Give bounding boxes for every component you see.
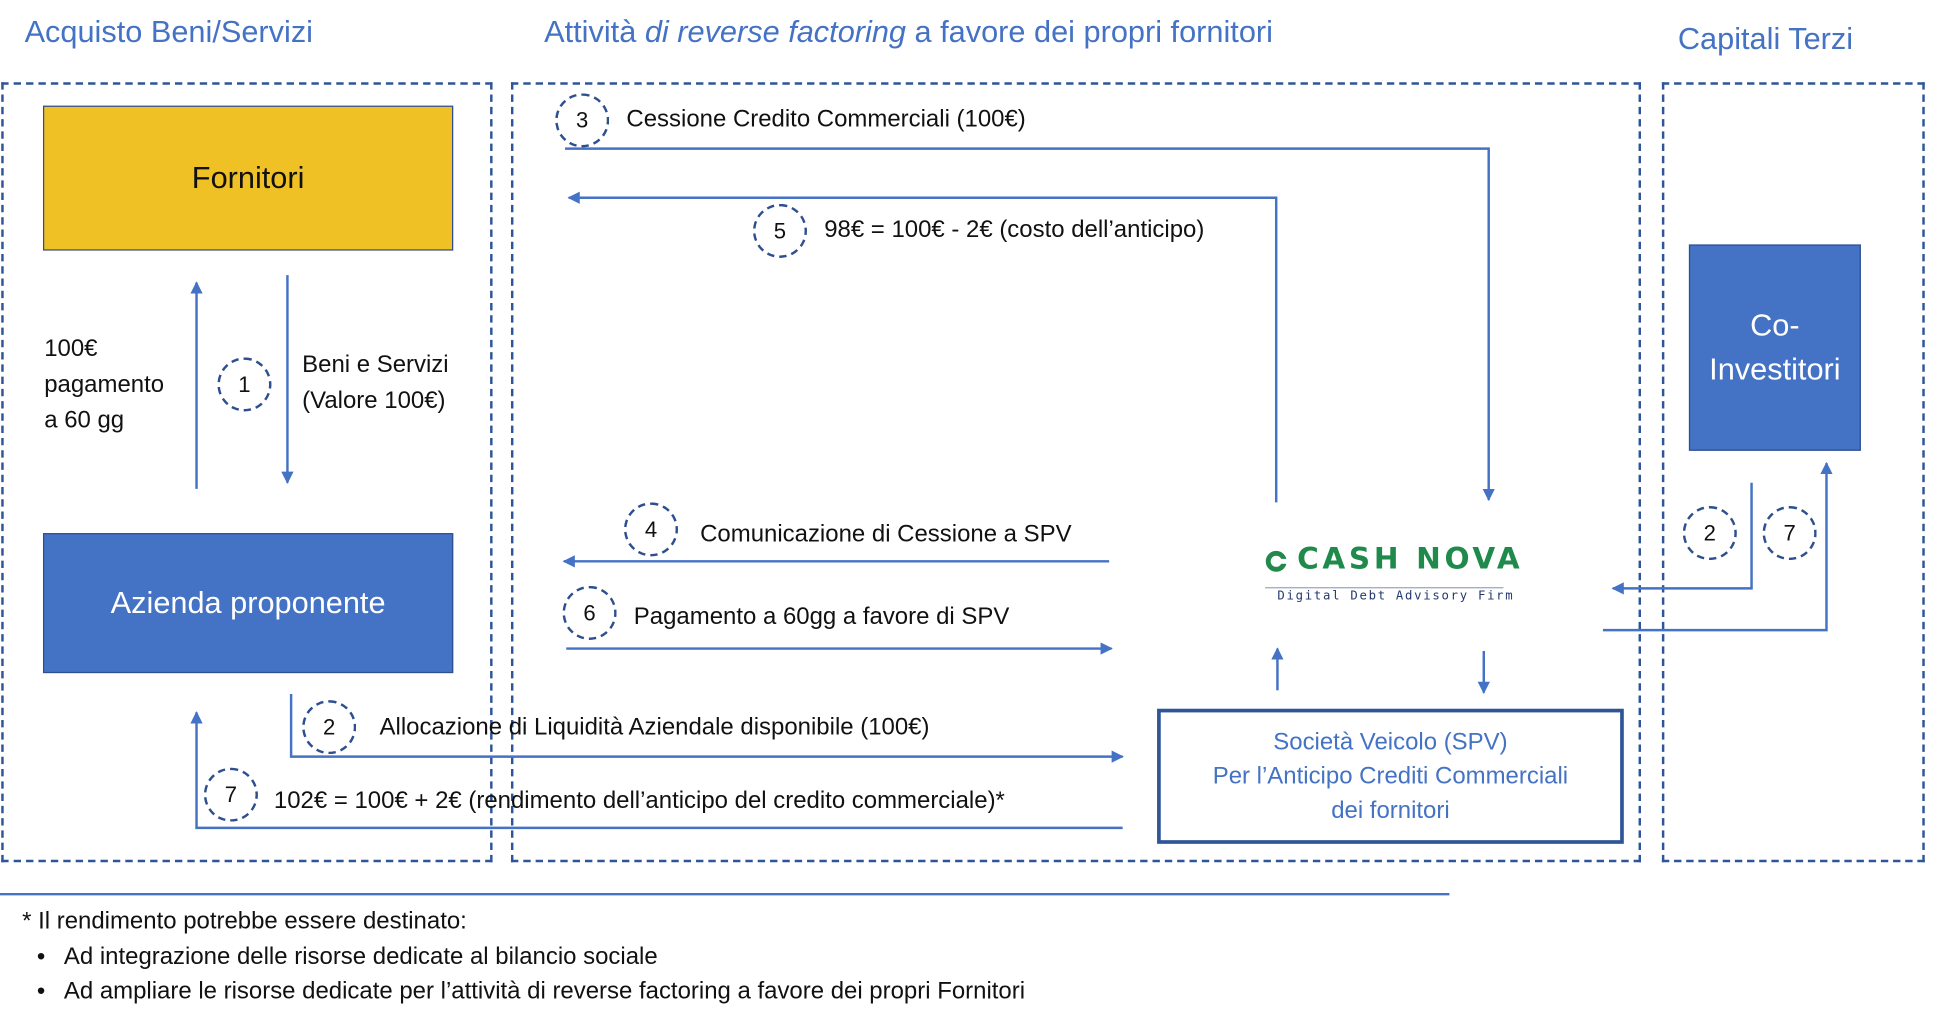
coinvestitori-label-1: Co- — [1750, 308, 1800, 343]
step-3-circle: 3 — [555, 93, 610, 148]
fornitori-label: Fornitori — [191, 160, 305, 195]
fornitori-box: Fornitori — [42, 105, 454, 251]
pagamento-label-2: pagamento — [44, 370, 165, 398]
spv-label-1: Società Veicolo (SPV) — [1273, 728, 1508, 756]
azienda-label: Azienda proponente — [110, 585, 386, 620]
step-7-capitali-circle: 7 — [1762, 506, 1817, 561]
header-reverse-post: a favore dei propri fornitori — [905, 14, 1273, 50]
arrow-allocazione — [289, 693, 1124, 763]
pagamento-label-3: a 60 gg — [44, 406, 125, 434]
step-2-capitali-circle: 2 — [1682, 506, 1737, 561]
step-2-allocazione-circle: 2 — [302, 700, 357, 755]
arrow-cashnova-to-coinv — [1602, 461, 1833, 632]
header-reverse-em: di reverse factoring — [644, 14, 906, 50]
comunicazione-label: Comunicazione di Cessione a SPV — [700, 520, 1072, 548]
coinvestitori-label-2: Investitori — [1709, 352, 1841, 387]
spv-label-2: Per l’Anticipo Crediti Commerciali — [1212, 762, 1569, 790]
cash-nova-tagline: Digital Debt Advisory Firm — [1277, 589, 1515, 604]
section-acquisto — [1, 82, 493, 863]
beni-servizi-label: Beni e Servizi (Valore 100€) — [302, 348, 448, 419]
footnote-bullet-1: • Ad integrazione delle risorse dedicate … — [37, 943, 658, 971]
step-1-circle: 1 — [217, 357, 272, 412]
coinvestitori-box: Co- Investitori — [1688, 244, 1861, 451]
footnote-bullet-1-text: Ad integrazione delle risorse dedicate a… — [63, 943, 658, 971]
bullet-1-dot: • — [36, 943, 46, 971]
beni-label-2: (Valore 100€) — [302, 386, 446, 414]
arrow-costo — [567, 191, 1278, 503]
header-reverse-factoring: Attività di reverse factoring a favore d… — [544, 15, 1273, 51]
footnote-intro: * Il rendimento potrebbe essere destinat… — [22, 907, 467, 935]
cash-nova-rule — [1265, 587, 1504, 589]
spv-label-3: dei fornitori — [1331, 797, 1450, 825]
step-7-rendimento-circle: 7 — [203, 767, 258, 822]
header-acquisto: Acquisto Beni/Servizi — [24, 14, 314, 50]
step-6-circle: 6 — [562, 585, 617, 640]
cash-nova-wordmark: CASH NOVA — [1297, 541, 1524, 577]
cash-nova-mark-icon — [1265, 550, 1290, 572]
section-capitali — [1661, 82, 1925, 863]
footnote-bullet-2: • Ad ampliare le risorse dedicate per l’a… — [37, 978, 1025, 1006]
spv-box: Società Veicolo (SPV) Per l’Anticipo Cre… — [1157, 708, 1624, 844]
pagamento-spv-label: Pagamento a 60gg a favore di SPV — [633, 603, 1010, 631]
azienda-box: Azienda proponente — [42, 533, 454, 674]
allocazione-label: Allocazione di Liquidità Aziendale dispo… — [379, 713, 930, 741]
arrow-cessione — [565, 147, 1495, 502]
section-reverse-factoring — [510, 82, 1642, 863]
bullet-2-dot: • — [36, 977, 46, 1005]
beni-label-1: Beni e Servizi — [302, 351, 449, 379]
footnote-bullet-2-text: Ad ampliare le risorse dedicate per l’at… — [63, 977, 1026, 1005]
header-reverse-pre: Attività — [544, 14, 645, 50]
rendimento-label: 102€ = 100€ + 2€ (rendimento dell’antici… — [273, 787, 1005, 815]
pagamento-label-1: 100€ — [44, 335, 98, 363]
step-5-circle: 5 — [752, 203, 807, 258]
arrow-coinv-to-cashnova — [1611, 482, 1753, 595]
costo-anticipo-label: 98€ = 100€ - 2€ (costo dell’anticipo) — [824, 216, 1205, 244]
step-4-circle: 4 — [623, 502, 679, 557]
arrow-rendimento — [190, 711, 1123, 830]
cash-nova-logo: CASH NOVA Digital Debt Advisory Firm — [1265, 540, 1520, 609]
cessione-label: Cessione Credito Commerciali (100€) — [626, 105, 1026, 133]
pagamento-label: 100€ pagamento a 60 gg — [44, 332, 164, 439]
header-capitali: Capitali Terzi — [1677, 22, 1854, 57]
